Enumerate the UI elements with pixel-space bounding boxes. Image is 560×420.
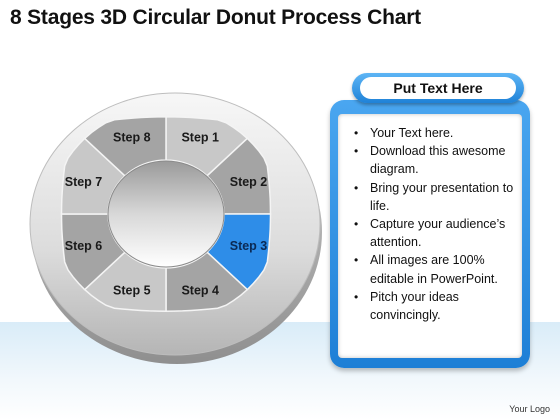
bullet-list: • Your Text here. • Download this awesome d… [352, 124, 514, 324]
bullet-item: • Pitch your ideas convincingly. [352, 288, 514, 324]
panel-header: Put Text Here [352, 73, 524, 103]
text-panel: • Your Text here. • Download this awesome d… [330, 100, 530, 368]
bullet-item: • Capture your audience’s attention. [352, 215, 514, 251]
bullet-item: • Bring your presentation to life. [352, 179, 514, 215]
bullet-item: • Your Text here. [352, 124, 514, 142]
donut-center-hole [107, 160, 225, 268]
bullet-text: Your Text here. [370, 126, 454, 140]
bullet-text: Pitch your ideas convincingly. [370, 289, 459, 323]
bullet-dot-icon: • [354, 289, 359, 304]
donut-segment-8 [83, 116, 167, 177]
page-title: 8 Stages 3D Circular Donut Process Chart [10, 6, 421, 29]
bullet-dot-icon: • [354, 253, 359, 268]
bullet-dot-icon: • [354, 144, 359, 159]
step-label-3: Step 3 [230, 239, 268, 253]
step-label-8: Step 8 [113, 130, 151, 144]
step-label-4: Step 4 [181, 284, 219, 298]
footer-logo-text: Your Logo [509, 404, 550, 414]
step-label-2: Step 2 [230, 175, 268, 189]
bullet-text: All images are 100% editable in PowerPoi… [370, 253, 498, 286]
donut-process-diagram: Step 1 Step 2 Step 3 Step 4 Step 5 Step 6 Step… [29, 92, 322, 364]
bullet-text: Download this awesome diagram. [370, 144, 506, 177]
bullet-dot-icon: • [354, 126, 359, 140]
donut-labels: Step 1 Step 2 Step 3 Step 4 Step 5 Step 6 Step… [65, 130, 268, 297]
step-label-1: Step 1 [181, 130, 219, 144]
bullet-text: Capture your audience’s attention. [370, 217, 506, 250]
step-label-6: Step 6 [65, 239, 103, 253]
text-panel-body: • Your Text here. • Download this awesome d… [338, 114, 522, 358]
step-label-7: Step 7 [65, 175, 103, 189]
bullet-dot-icon: • [354, 217, 359, 232]
step-label-5: Step 5 [113, 284, 151, 298]
bullet-item: • Download this awesome diagram. [352, 142, 514, 178]
bullet-text: Bring your presentation to life. [370, 180, 514, 213]
bullet-dot-icon: • [354, 180, 359, 195]
panel-header-label: Put Text Here [360, 77, 516, 99]
bullet-item: • All images are 100% editable in PowerPo… [352, 251, 514, 287]
